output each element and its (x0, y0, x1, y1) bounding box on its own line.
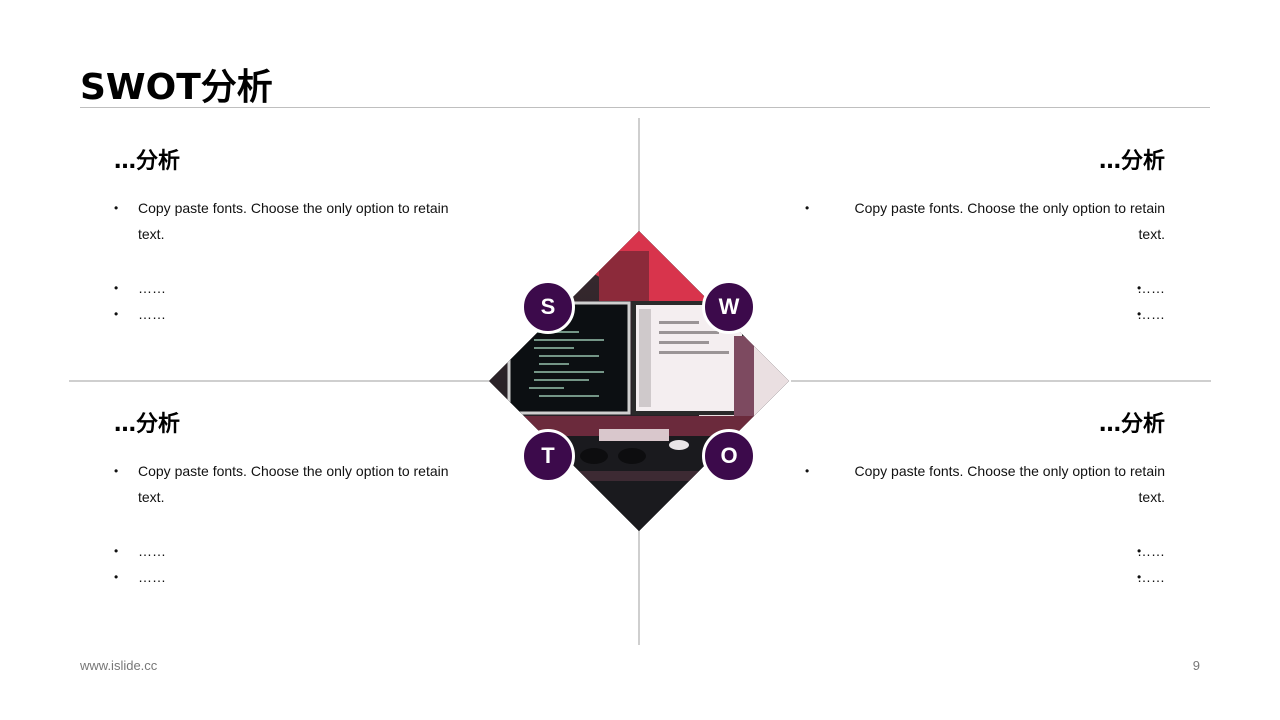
desk-monitors-illustration (489, 231, 789, 531)
bullet-item: …… (114, 564, 474, 590)
quadrant-opportunities: …分析 Copy paste fonts. Choose the only op… (805, 411, 1165, 590)
quadrant-threats: …分析 Copy paste fonts. Choose the only op… (114, 411, 474, 590)
bullet-item: Copy paste fonts. Choose the only option… (805, 458, 1165, 510)
horizontal-divider-right (791, 380, 1211, 382)
slide-title: SWOT分析 (80, 58, 273, 110)
footer-url: www.islide.cc (80, 658, 157, 673)
bullet-list: Copy paste fonts. Choose the only option… (114, 458, 474, 590)
swot-badge-s: S (521, 280, 575, 334)
bullet-list: Copy paste fonts. Choose the only option… (114, 195, 474, 327)
title-divider (80, 107, 1210, 108)
bullet-item: Copy paste fonts. Choose the only option… (114, 458, 474, 510)
bullet-list: Copy paste fonts. Choose the only option… (805, 458, 1165, 590)
quadrant-heading: …分析 (114, 411, 474, 439)
swot-badge-t: T (521, 429, 575, 483)
bullet-item: …… (1113, 275, 1165, 301)
swot-badge-o: O (702, 429, 756, 483)
bullet-item: …… (1113, 301, 1165, 327)
bullet-item: …… (1113, 564, 1165, 590)
swot-center-graphic: S W T O (489, 231, 789, 531)
bullet-item: …… (1113, 538, 1165, 564)
bullet-list: Copy paste fonts. Choose the only option… (805, 195, 1165, 327)
page-number: 9 (1193, 658, 1200, 673)
center-photo (489, 231, 789, 531)
bullet-item: Copy paste fonts. Choose the only option… (805, 195, 1165, 247)
horizontal-divider-left (69, 380, 489, 382)
swot-badge-w: W (702, 280, 756, 334)
quadrant-weaknesses: …分析 Copy paste fonts. Choose the only op… (805, 148, 1165, 327)
quadrant-heading: …分析 (114, 148, 474, 176)
quadrant-heading: …分析 (805, 411, 1165, 439)
bullet-item: …… (114, 301, 474, 327)
bullet-item: …… (114, 275, 474, 301)
quadrant-heading: …分析 (805, 148, 1165, 176)
quadrant-strengths: …分析 Copy paste fonts. Choose the only op… (114, 148, 474, 327)
bullet-item: …… (114, 538, 474, 564)
bullet-item: Copy paste fonts. Choose the only option… (114, 195, 474, 247)
